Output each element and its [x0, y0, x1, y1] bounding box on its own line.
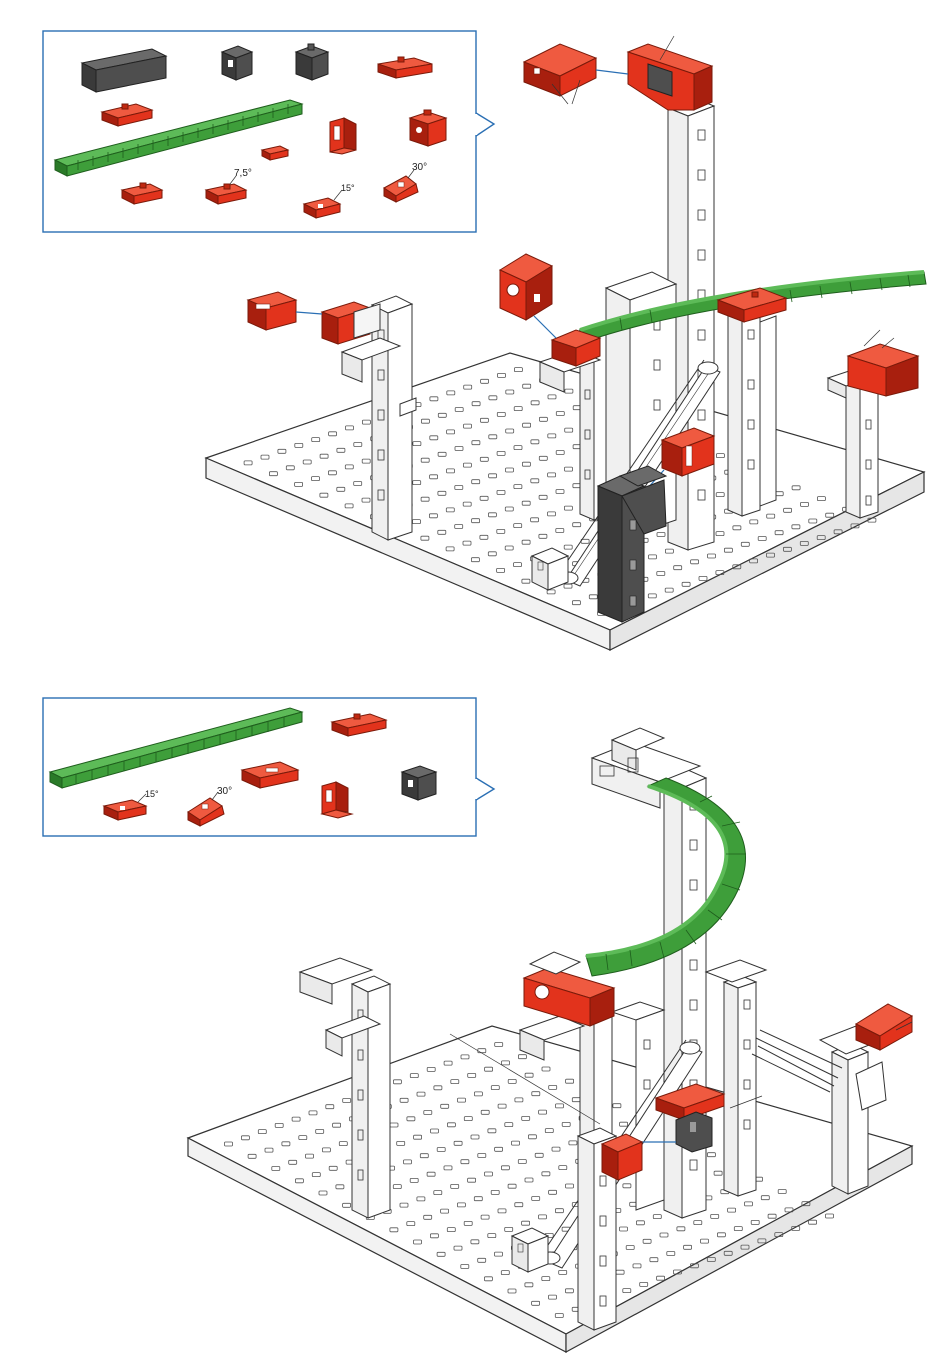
red-block-left-tower [322, 302, 380, 344]
assembly-guide-line [596, 70, 628, 74]
tall-central-column [664, 770, 706, 1218]
red-cube-floating [500, 254, 552, 320]
base-plate-hole [809, 1220, 817, 1224]
step2-parts-box: 15° 30° [43, 698, 494, 836]
assembly-guide-line [296, 312, 322, 314]
step1-parts-box: 7,5° 15° 30° [43, 31, 494, 232]
white-small-cube [532, 548, 568, 590]
gray-building-block-15-part [222, 46, 252, 80]
base-plate [206, 353, 924, 650]
right-front-column [728, 304, 776, 516]
callout-pointer [476, 113, 494, 136]
gray-building-block-15-part [402, 766, 436, 800]
angle-label-7-5: 7,5° [234, 168, 252, 179]
red-angle-block-far-right [848, 330, 918, 396]
angle-label-30: 30° [217, 786, 232, 797]
assembly-guide-line [534, 316, 556, 338]
white-small-cube [512, 1228, 548, 1272]
angle-label-15: 15° [341, 183, 355, 193]
red-block-floating-top [524, 44, 596, 104]
red-angle-block-part [330, 118, 356, 154]
red-angle-block-far-right [856, 1004, 912, 1050]
red-angle-block-part [322, 782, 352, 818]
callout-pointer [476, 778, 494, 800]
angle-label-15: 15° [145, 789, 159, 799]
base-plate-hole [826, 1214, 834, 1218]
angle-label-30: 30° [412, 162, 427, 173]
base-plate [188, 1026, 912, 1352]
red-plate-floating-left [248, 292, 296, 330]
red-top-block [628, 36, 712, 110]
